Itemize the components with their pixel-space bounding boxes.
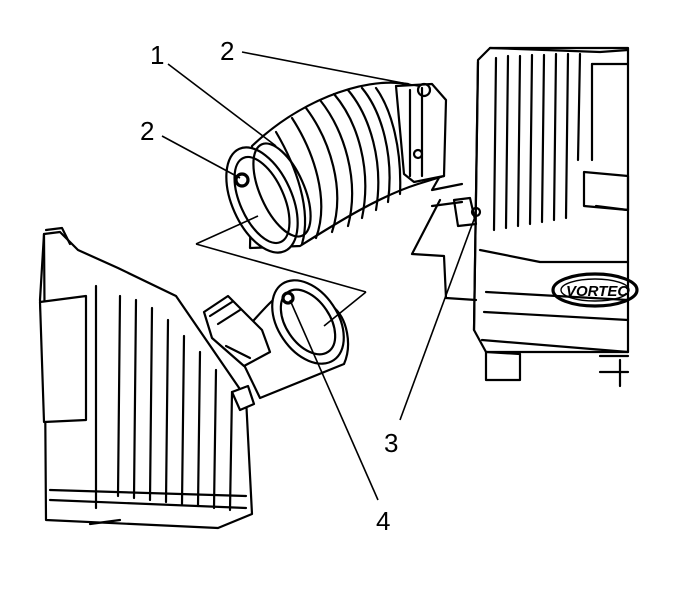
callout-2-upper: 2: [220, 36, 234, 66]
clamp-screw-2-lower: [234, 172, 250, 188]
air-cleaner-housing: VORTEC: [410, 46, 639, 388]
leader-lines: [161, 51, 477, 501]
alignment-lines: [195, 215, 367, 327]
callout-4: 4: [376, 506, 390, 536]
callout-3: 3: [384, 428, 398, 458]
leader-2-upper: [241, 51, 419, 87]
inlet-window: [38, 294, 88, 424]
brand-emblem: [551, 272, 639, 308]
clamp-screw-2-upper: [416, 82, 432, 98]
callout-2-lower: 2: [140, 116, 154, 146]
leader-3: [399, 213, 477, 421]
leader-2-lower: [161, 135, 241, 179]
maf-connector: [202, 294, 272, 368]
leader-1: [167, 63, 277, 147]
air-cleaner-lower: [38, 226, 256, 530]
leader-4: [289, 299, 379, 501]
callout-1: 1: [150, 40, 164, 70]
outlet-duct: [225, 81, 448, 254]
callout-labels: 1 2 2 3 4: [140, 36, 398, 536]
brand-emblem-text: VORTEC: [566, 283, 629, 300]
